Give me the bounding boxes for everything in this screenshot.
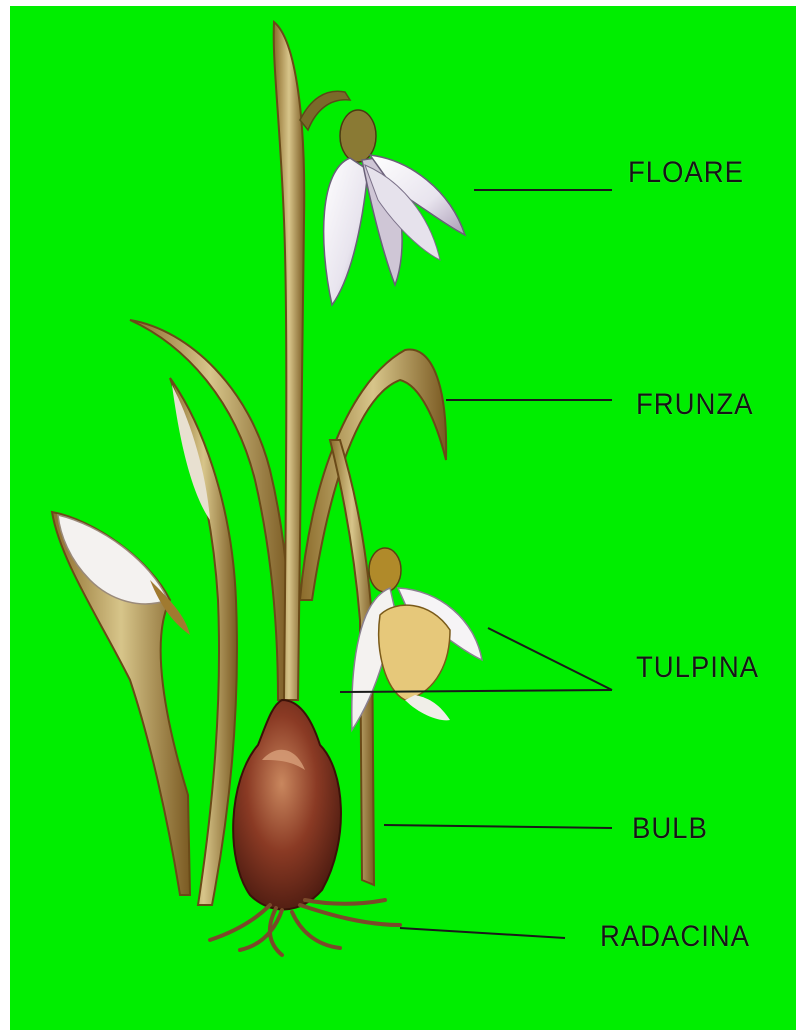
label-frunza: FRUNZA <box>636 388 753 422</box>
label-tulpina: TULPINA <box>636 651 759 685</box>
label-radacina: RADACINA <box>600 920 750 954</box>
leader-line-bulb <box>384 825 612 828</box>
left-bud-leaf <box>52 512 190 895</box>
upper-flower <box>324 110 465 305</box>
roots-illustration <box>210 900 400 955</box>
label-floare: FLOARE <box>628 156 744 190</box>
bulb-illustration <box>233 700 341 909</box>
leader-line-tulpina-1 <box>488 628 612 690</box>
label-bulb: BULB <box>632 812 708 846</box>
leader-line-tulpina-2 <box>340 690 612 692</box>
leader-line-radacina <box>400 928 565 938</box>
